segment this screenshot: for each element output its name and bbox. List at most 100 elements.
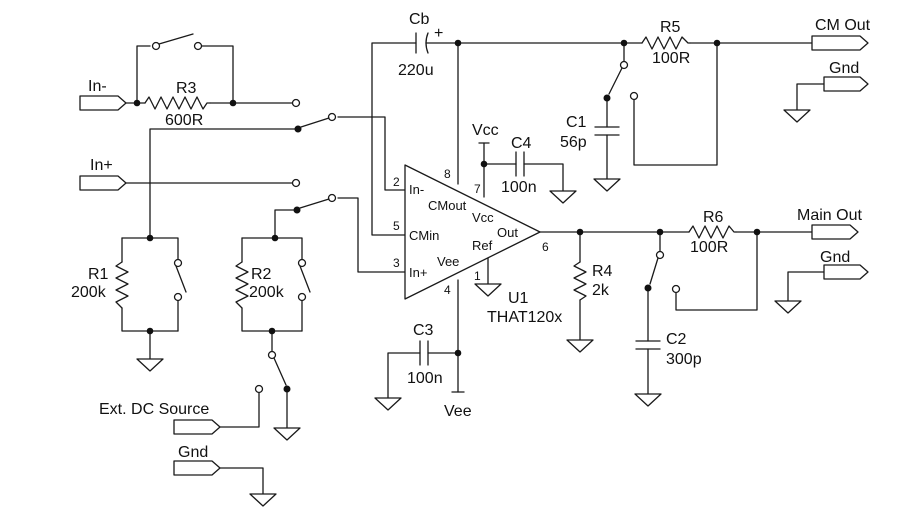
pin-label-in-plus: In+	[409, 265, 427, 280]
c4-ref: C4	[511, 135, 532, 152]
resistor-r4	[573, 261, 587, 301]
ground-symbol	[549, 190, 577, 204]
ic-pin-labels: In- CMin In+ CMout Vcc Out Ref Vee	[409, 182, 518, 280]
ic-pin-numbers: 2 5 3 8 7 6 1 4	[393, 167, 549, 297]
port-labels: In- In+ CM Out Gnd Main Out Gnd Ext. DC …	[88, 17, 871, 461]
pin-number-3: 3	[393, 256, 400, 270]
r2-value: 200k	[249, 284, 285, 301]
pin-number-6: 6	[542, 240, 549, 254]
pin-label-vcc: Vcc	[472, 210, 494, 225]
port-gnd-bottom	[173, 460, 221, 476]
cb-value: 220u	[398, 62, 434, 79]
ground-symbol	[634, 393, 662, 407]
ground-symbol	[474, 283, 502, 297]
c2-ref: C2	[666, 331, 687, 348]
port-ext-dc	[173, 419, 221, 435]
port-gnd-mid	[823, 264, 869, 280]
c3-ref: C3	[413, 322, 434, 339]
switch-dc-source	[254, 350, 291, 394]
port-gnd-top	[823, 76, 869, 92]
c1-value: 56p	[560, 134, 587, 151]
resistor-r3	[144, 96, 211, 110]
capacitor-c1	[594, 126, 620, 136]
capacitor-c2	[635, 340, 661, 350]
pin-number-1: 1	[474, 269, 481, 283]
cb-ref: Cb	[409, 11, 430, 28]
r5-ref: R5	[660, 19, 681, 36]
switch-c2	[644, 250, 681, 294]
capacitor-c3	[419, 340, 429, 366]
wires	[121, 42, 825, 495]
r6-ref: R6	[703, 209, 724, 226]
capacitor-c4	[515, 151, 525, 177]
resistor-r1	[115, 261, 129, 309]
grounds	[136, 109, 811, 507]
ground-symbol	[374, 397, 402, 411]
vee-label: Vee	[444, 403, 472, 420]
label-in-plus: In+	[90, 157, 113, 174]
pin-label-ref: Ref	[472, 238, 493, 253]
label-gnd-mid: Gnd	[820, 249, 850, 266]
vcc-label: Vcc	[472, 122, 499, 139]
r1-value: 200k	[71, 284, 107, 301]
port-in-plus	[79, 175, 127, 191]
pin-number-4: 4	[444, 283, 451, 297]
c1-ref: C1	[566, 114, 587, 131]
switch-r2-short	[297, 258, 311, 302]
port-main-out	[811, 224, 859, 240]
pin-number-7: 7	[474, 182, 481, 196]
u1-ref: U1	[508, 290, 529, 307]
pin-label-out: Out	[497, 225, 518, 240]
r5-value: 100R	[652, 50, 690, 67]
resistor-r2	[235, 261, 249, 309]
resistors	[115, 36, 737, 309]
ground-symbol	[774, 300, 802, 314]
switch-in-plus-selector	[291, 178, 337, 214]
label-in-minus: In-	[88, 78, 107, 95]
c4-value: 100n	[501, 179, 537, 196]
ground-symbol	[593, 178, 621, 192]
switch-s3	[151, 33, 203, 51]
pin-label-in-minus: In-	[409, 182, 424, 197]
switches	[151, 33, 681, 394]
label-ext-dc: Ext. DC Source	[99, 401, 209, 418]
switch-r1-short	[173, 258, 187, 302]
r1-ref: R1	[88, 266, 109, 283]
pin-label-cmin: CMin	[409, 228, 439, 243]
r6-value: 100R	[690, 239, 728, 256]
r4-ref: R4	[592, 263, 613, 280]
port-connectors	[79, 35, 869, 476]
u1-part: THAT120x	[487, 309, 562, 326]
c3-value: 100n	[407, 370, 443, 387]
label-gnd-bottom: Gnd	[178, 444, 208, 461]
r2-ref: R2	[251, 266, 272, 283]
switch-c1	[603, 60, 639, 102]
label-cm-out: CM Out	[815, 17, 871, 34]
pin-label-cmout: CMout	[428, 198, 467, 213]
cb-polarity: +	[434, 25, 443, 42]
pin-number-5: 5	[393, 219, 400, 233]
ground-symbol	[136, 358, 164, 372]
resistor-r5	[641, 36, 691, 50]
r3-value: 600R	[165, 112, 203, 129]
port-in-minus	[79, 95, 127, 111]
component-labels: R3 600R R1 200k R2 200k Cb + 220u R5 100…	[71, 11, 728, 420]
capacitors	[415, 32, 661, 366]
junction-dots	[133, 39, 761, 357]
c2-value: 300p	[666, 351, 702, 368]
pin-number-8: 8	[444, 167, 451, 181]
switch-input-selector	[291, 98, 337, 133]
pin-label-vee: Vee	[437, 254, 459, 269]
amplifier-triangle	[404, 164, 541, 300]
ground-symbol	[566, 339, 594, 353]
label-gnd-top: Gnd	[829, 60, 859, 77]
r4-value: 2k	[592, 282, 610, 299]
r3-ref: R3	[176, 80, 197, 97]
port-cm-out	[811, 35, 869, 51]
label-main-out: Main Out	[797, 207, 862, 224]
ground-symbol	[249, 493, 277, 507]
capacitor-cb	[415, 32, 429, 54]
ground-symbol	[273, 427, 301, 441]
resistor-r6	[688, 225, 737, 239]
